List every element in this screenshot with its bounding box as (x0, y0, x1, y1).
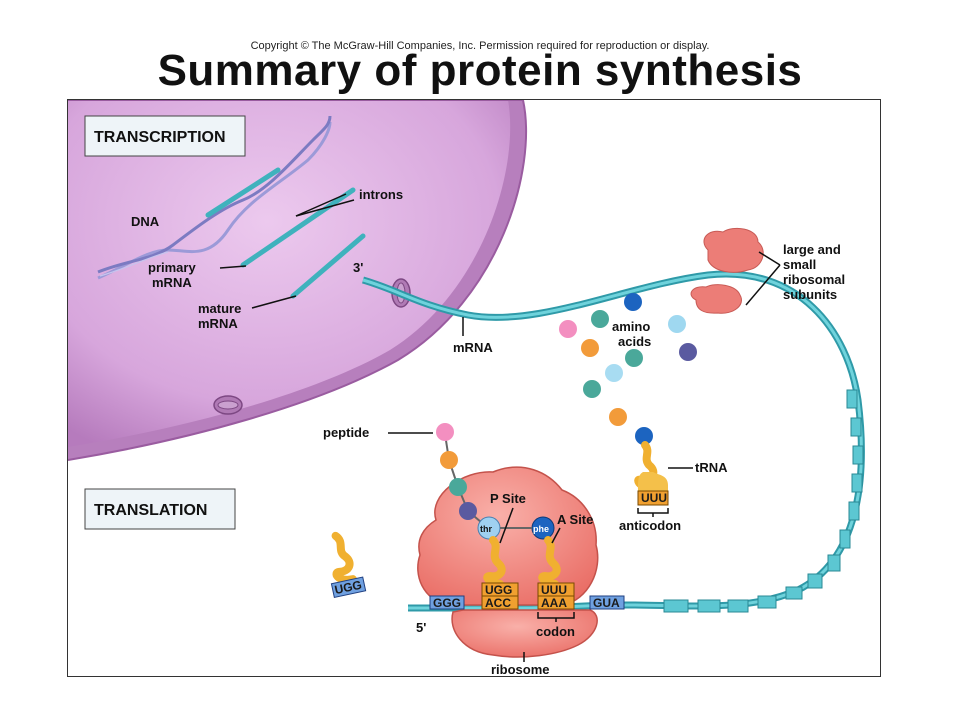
primary-mrna-label-line1: primary (148, 260, 196, 275)
five-prime-label: 5' (416, 620, 426, 635)
ribosomal-subunits-label-line1: large and (783, 242, 841, 257)
protein-synthesis-diagram: TRANSCRIPTION DNA introns primary mRNA m… (67, 99, 881, 677)
trna-anticodon-text: UUU (641, 491, 667, 505)
p-site-label: P Site (490, 491, 526, 506)
peptide-label: peptide (323, 425, 369, 440)
p-site-trna: UGG (481, 536, 519, 597)
nucleus (68, 100, 527, 461)
primary-mrna-strand (240, 187, 356, 268)
rna-transcript (205, 167, 281, 218)
mrna-segments (663, 389, 864, 613)
trna-label: tRNA (695, 460, 728, 475)
a-site-label: A Site (557, 512, 593, 527)
mature-mrna-label-line1: mature (198, 301, 241, 316)
trna-free: UUU (634, 441, 669, 506)
mrna-label: mRNA (453, 340, 493, 355)
translation-label: TRANSLATION (94, 502, 207, 519)
anticodon-box (637, 490, 669, 506)
peptide-chain (436, 423, 489, 529)
ribosome-label: ribosome (491, 662, 550, 676)
codon-label: codon (536, 624, 575, 639)
mrna-left-text: GGG (433, 596, 461, 610)
mature-mrna-label-line2: mRNA (198, 316, 238, 331)
thr-label: thr (480, 524, 492, 534)
mrna-codon-right (589, 595, 625, 610)
three-prime-label: 3' (353, 260, 363, 275)
ribosomal-subunits-label-line3: ribosomal (783, 272, 845, 287)
nuclear-pore (213, 395, 243, 415)
page-title: Summary of protein synthesis (157, 46, 803, 95)
dna-label: DNA (131, 214, 160, 229)
primary-mrna-label-line2: mRNA (152, 275, 192, 290)
ribosomal-subunits-label-line4: subunits (783, 287, 837, 302)
translation-box (84, 488, 236, 530)
introns-label: introns (359, 187, 403, 202)
free-trna-anticodon-text: UGG (333, 578, 363, 597)
amino-acids (559, 293, 697, 445)
a-site-codon-text: AAA (541, 596, 567, 610)
mature-mrna-strand (290, 233, 366, 299)
dna-helix (97, 115, 332, 280)
ribosomal-subunits-label-line2: small (783, 257, 816, 272)
ribosomal-subunits (690, 227, 764, 314)
anticodon-label: anticodon (619, 518, 681, 533)
mrna-codon-left (429, 595, 465, 610)
p-site-anticodon-text: UGG (485, 583, 512, 597)
transcription-label: TRANSCRIPTION (94, 129, 226, 146)
transcription-box (84, 115, 246, 157)
phe-label: phe (533, 524, 549, 534)
amino-acids-label-line1: amino (612, 319, 650, 334)
a-site-codon-box (537, 595, 575, 610)
copyright-notice: Copyright © The McGraw-Hill Companies, I… (250, 40, 710, 52)
a-site-anticodon-text: UUU (541, 583, 567, 597)
amino-acids-label-line2: acids (618, 334, 651, 349)
a-site-trna: UUU (537, 536, 575, 597)
p-site-codon-text: ACC (485, 596, 511, 610)
trna-ugg-free: UGG (330, 531, 367, 599)
mrna-right-text: GUA (593, 596, 620, 610)
p-site-codon-box (481, 595, 519, 610)
